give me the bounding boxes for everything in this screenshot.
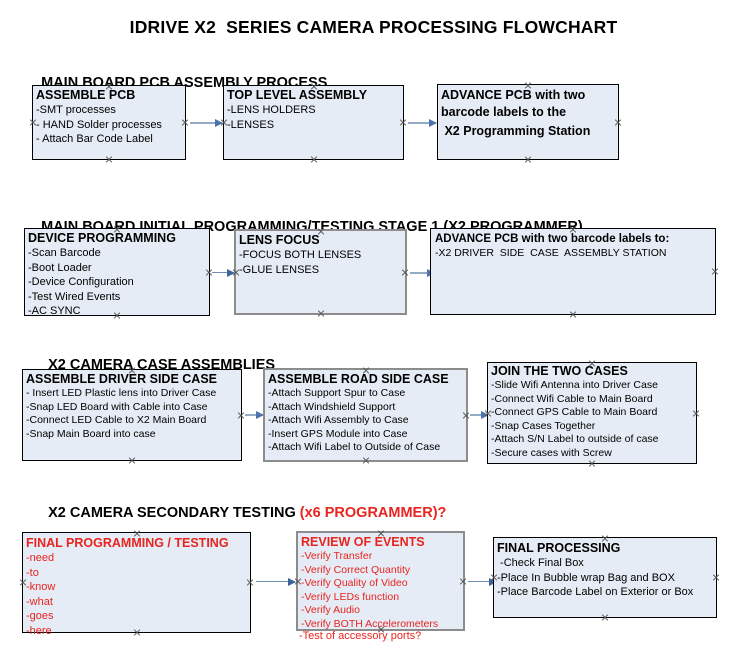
- box-line: -LENSES: [227, 118, 275, 131]
- box-line: -goes: [26, 610, 54, 623]
- box-line: -Verify BOTH Accelerometers: [301, 617, 439, 630]
- resize-handle-bottom[interactable]: [105, 155, 114, 164]
- box-line: -SMT processes: [36, 104, 116, 116]
- box-line: X2 Programming Station: [441, 123, 591, 138]
- box-line: -Attach Wifi Assembly to Case: [268, 414, 409, 427]
- arrow-road-side-to-join-cases: [470, 410, 489, 419]
- resize-handle-bottom[interactable]: [569, 310, 578, 319]
- box-line: -Verify Transfer: [301, 550, 373, 562]
- box-line: -Place In Bubble wrap Bag and BOX: [497, 571, 675, 584]
- box-line: -Attach Windshield Support: [268, 400, 396, 413]
- box-line: -Verify Quality of Video: [301, 577, 408, 590]
- resize-handle-bottom[interactable]: [309, 155, 318, 164]
- box-line: -Scan Barcode: [28, 247, 101, 259]
- process-box-join-the-two-cases[interactable]: JOIN THE TWO CASES -Slide Wifi Antenna i…: [487, 362, 697, 464]
- box-line: -Device Configuration: [28, 276, 134, 289]
- box-line: -what: [26, 595, 53, 608]
- box-line: -know: [26, 581, 56, 594]
- box-line-overflow: -Test of accessory ports?: [299, 630, 422, 642]
- process-box-top-level-assembly[interactable]: TOP LEVEL ASSEMBLY -LENS HOLDERS -LENSES: [223, 85, 404, 160]
- arrow-device-programming-to-lens-focus: [212, 267, 235, 278]
- process-box-assemble-pcb[interactable]: ASSEMBLE PCB -SMT processes - HAND Solde…: [32, 85, 186, 160]
- process-box-device-programming[interactable]: DEVICE PROGRAMMING -Scan Barcode -Boot L…: [24, 228, 210, 318]
- box-title: DEVICE PROGRAMMING: [28, 231, 176, 245]
- box-title: TOP LEVEL ASSEMBLY: [227, 88, 368, 102]
- box-line: barcode labels to the: [441, 105, 567, 119]
- process-box-final-processing[interactable]: FINAL PROCESSING -Check Final Box -Place…: [493, 537, 717, 618]
- box-line: -Insert GPS Module into Case: [268, 427, 408, 440]
- box-line: - HAND Solder processes: [36, 118, 162, 131]
- resize-handle-bottom[interactable]: [316, 309, 325, 318]
- section-heading-accent: (x6 PROGRAMMER)?: [299, 505, 447, 521]
- page-title: IDRIVE X2 SERIES CAMERA PROCESSING FLOWC…: [129, 17, 618, 37]
- arrow-final-programming-to-review-of-events: [256, 576, 296, 587]
- resize-handle-bottom[interactable]: [361, 456, 370, 465]
- box-line: -Connect Wifi Cable to Main Board: [491, 392, 653, 405]
- box-title: REVIEW OF EVENTS: [301, 535, 425, 549]
- box-title: ADVANCE PCB with two: [441, 88, 586, 102]
- box-line: -Connect LED Cable to X2 Main Board: [26, 414, 207, 427]
- box-line: -Verify Audio: [301, 604, 360, 617]
- box-line: -Attach S/N Label to outside of case: [491, 433, 659, 446]
- box-line: -Slide Wifi Antenna into Driver Case: [491, 379, 658, 391]
- box-title: FINAL PROCESSING: [497, 541, 621, 555]
- box-line: -Verify LEDs function: [301, 590, 400, 603]
- box-line: -AC SYNC: [28, 305, 81, 318]
- box-title: ASSEMBLE DRIVER SIDE CASE: [26, 372, 218, 386]
- process-box-assemble-driver-side-case[interactable]: ASSEMBLE DRIVER SIDE CASE - Insert LED P…: [22, 369, 242, 461]
- box-title: ASSEMBLE PCB: [36, 88, 136, 102]
- box-line: -LENS HOLDERS: [227, 104, 316, 116]
- process-box-final-programming-testing[interactable]: FINAL PROGRAMMING / TESTING -need -to -k…: [22, 532, 251, 637]
- box-line: -Test Wired Events: [28, 290, 121, 303]
- box-line: -here: [26, 624, 52, 637]
- process-box-advance-pcb-to-driver-side-case[interactable]: ADVANCE PCB with two barcode labels to: …: [430, 228, 716, 315]
- box-line: -Connect GPS Cable to Main Board: [491, 406, 658, 419]
- box-line: -Check Final Box: [497, 557, 584, 569]
- resize-handle-right[interactable]: [711, 267, 720, 276]
- box-title: ADVANCE PCB with two barcode labels to:: [435, 233, 670, 245]
- section-heading-text: X2 CAMERA SECONDARY TESTING: [48, 505, 300, 521]
- box-line: -Snap Cases Together: [491, 419, 596, 432]
- arrow-driver-side-to-road-side: [245, 410, 264, 419]
- box-line: -need: [26, 552, 55, 564]
- box-line: -to: [26, 566, 39, 579]
- box-title: FINAL PROGRAMMING / TESTING: [26, 536, 229, 550]
- resize-handle-bottom[interactable]: [601, 613, 610, 622]
- box-line: -Snap LED Board with Cable into Case: [26, 400, 208, 413]
- arrow-review-of-events-to-final-processing: [468, 576, 497, 587]
- process-box-review-of-events[interactable]: REVIEW OF EVENTS -Verify Transfer -Verif…: [296, 531, 465, 631]
- box-line: -Attach Support Spur to Case: [268, 387, 406, 399]
- box-title: JOIN THE TWO CASES: [491, 364, 628, 378]
- box-line: -Snap Main Board into case: [26, 427, 156, 440]
- arrow-top-level-assembly-to-advance-pcb: [408, 118, 437, 127]
- box-line: -GLUE LENSES: [239, 263, 320, 276]
- box-line: - Insert LED Plastic lens into Driver Ca…: [26, 387, 217, 399]
- box-line: -X2 DRIVER SIDE CASE ASSEMBLY STATION: [435, 247, 667, 259]
- box-line: -Place Barcode Label on Exterior or Box: [497, 586, 694, 599]
- resize-handle-bottom[interactable]: [128, 456, 137, 465]
- process-box-advance-pcb-to-programming-station[interactable]: ADVANCE PCB with two barcode labels to t…: [437, 84, 619, 160]
- box-title: ASSEMBLE ROAD SIDE CASE: [268, 372, 449, 386]
- process-box-lens-focus[interactable]: LENS FOCUS -FOCUS BOTH LENSES -GLUE LENS…: [234, 229, 407, 315]
- box-title: LENS FOCUS: [239, 233, 320, 247]
- box-line: -Verify Correct Quantity: [301, 563, 411, 576]
- box-line: - Attach Bar Code Label: [36, 133, 153, 146]
- arrow-assemble-pcb-to-top-level-assembly: [190, 118, 223, 127]
- box-line: -Attach Wifi Label to Outside of Case: [268, 441, 441, 454]
- process-box-assemble-road-side-case[interactable]: ASSEMBLE ROAD SIDE CASE -Attach Support …: [263, 368, 468, 462]
- box-line: -FOCUS BOTH LENSES: [239, 249, 362, 261]
- box-line: -Secure cases with Screw: [491, 446, 612, 459]
- section-heading-x2-camera-secondary-testing: X2 CAMERA SECONDARY TESTING (x6 PROGRAMM…: [32, 489, 446, 537]
- box-line: -Boot Loader: [28, 261, 92, 274]
- resize-handle-bottom[interactable]: [524, 155, 533, 164]
